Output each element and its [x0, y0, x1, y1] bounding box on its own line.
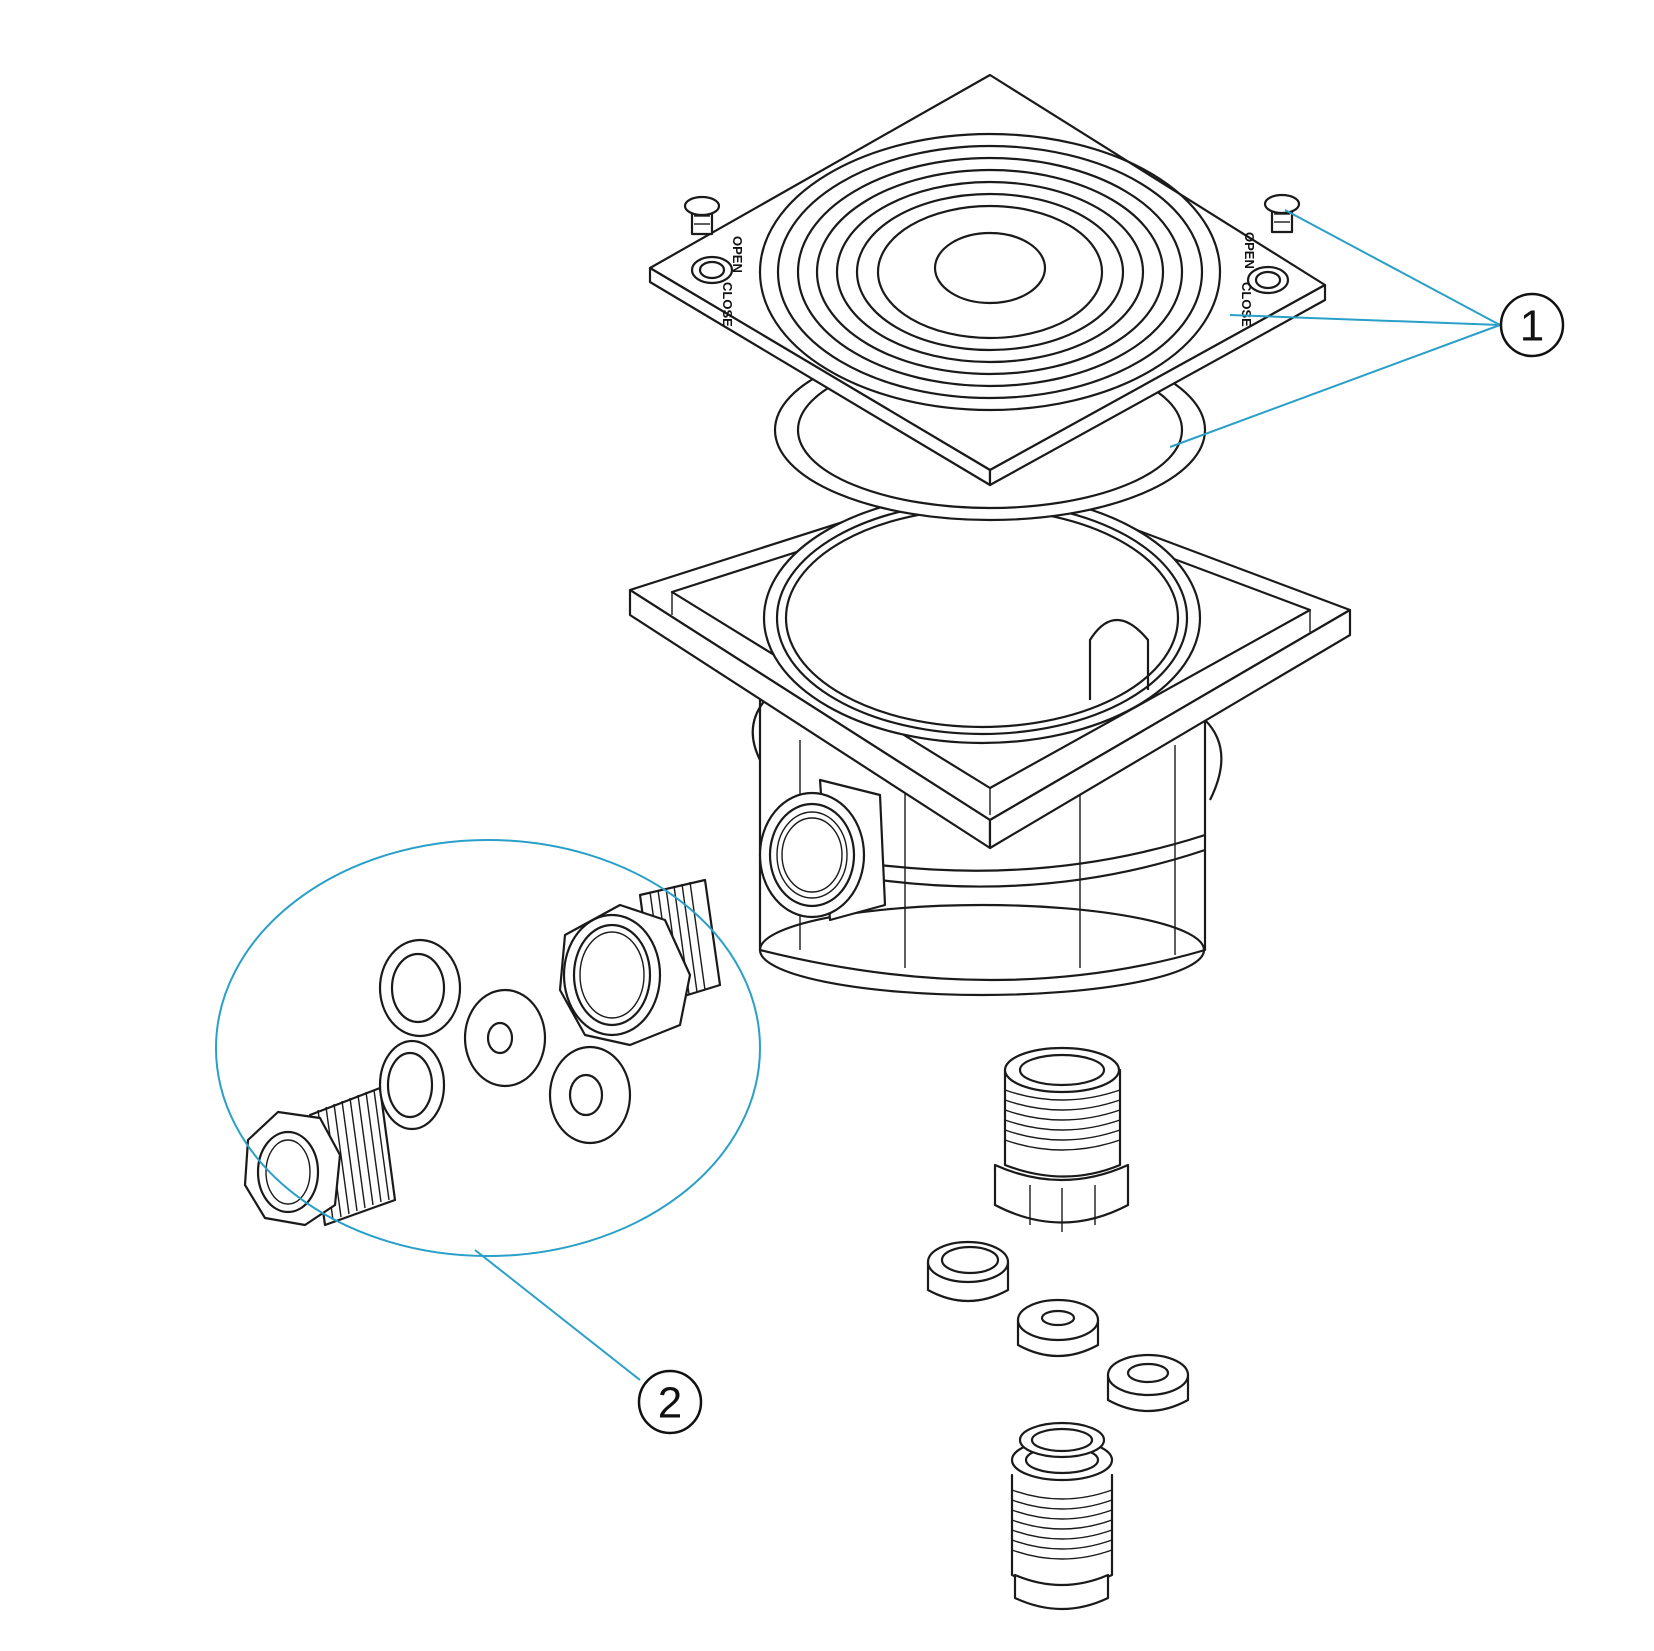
lid-hole-left — [690, 255, 734, 285]
lid-hole-right — [1246, 265, 1290, 295]
reducer-washer-right — [548, 1045, 632, 1145]
side-port — [758, 778, 887, 922]
lid-plate: OPEN CLOSE OPEN CLOSE — [648, 73, 1327, 487]
callout-2: 2 — [637, 1369, 703, 1435]
reducer-washer-stack-2 — [1106, 1353, 1190, 1413]
lid-marking-right-open: OPEN — [1242, 232, 1257, 269]
leader-1-gasket — [1169, 324, 1501, 448]
bowl-rim — [762, 491, 1202, 745]
fitting-stack-right — [926, 1046, 1190, 1611]
lid-rings — [758, 132, 1222, 412]
lid-screw-left — [683, 195, 721, 236]
fitting-kit-group — [243, 878, 722, 1227]
leader-1-lid — [1229, 314, 1501, 326]
thick-washer-top — [378, 938, 462, 1038]
housing-body — [628, 473, 1352, 997]
reducer-washer-stack-1 — [1016, 1298, 1100, 1358]
threaded-adapter-bottom — [1010, 1421, 1114, 1611]
leader-1-screw — [1284, 209, 1501, 326]
lid-screw-right — [1263, 193, 1301, 234]
thick-washer-stack — [926, 1240, 1010, 1303]
callout-1: 1 — [1499, 292, 1565, 358]
group-2-outline — [215, 839, 761, 1257]
lid-marking-left-close: CLOSE — [720, 282, 735, 327]
union-fitting-top — [993, 1046, 1130, 1232]
callout-2-label: 2 — [658, 1379, 682, 1428]
threaded-adapter-left — [243, 1086, 397, 1227]
flat-washer-small — [378, 1039, 446, 1131]
leader-lines — [215, 209, 1501, 1381]
leader-2 — [474, 1249, 641, 1381]
lid-marking-right-close: CLOSE — [1239, 282, 1254, 327]
union-nut-coupler — [558, 878, 722, 1047]
lid-marking-left-open: OPEN — [730, 236, 745, 273]
callout-1-label: 1 — [1520, 302, 1544, 351]
reducer-washer-center — [463, 988, 547, 1088]
